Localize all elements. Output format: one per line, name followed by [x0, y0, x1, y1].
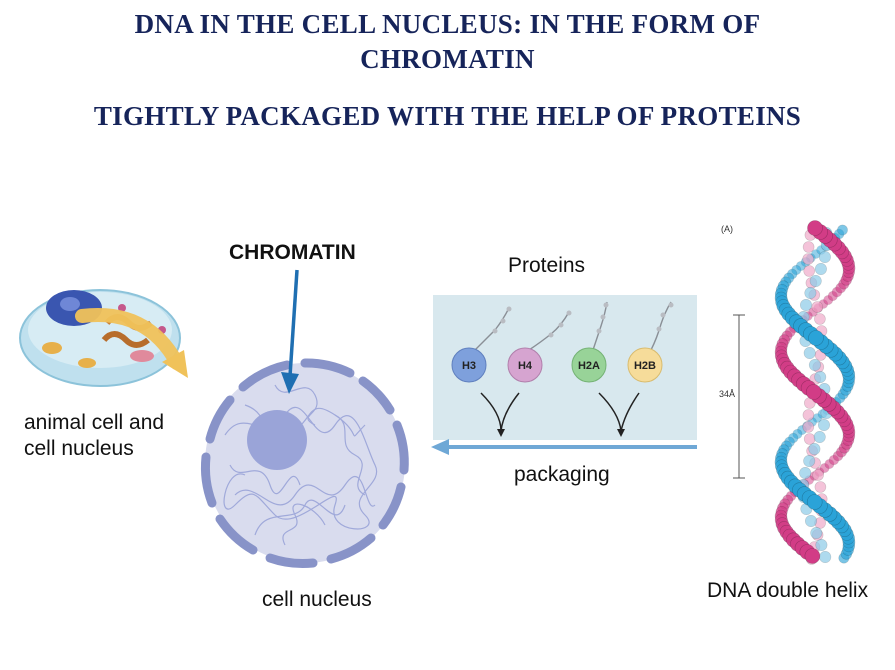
helix-atom — [815, 538, 828, 551]
dna-double-helix-label: DNA double helix — [707, 579, 869, 602]
helix-atom — [799, 467, 812, 480]
helix-atom — [803, 455, 816, 468]
helix-atom — [802, 421, 815, 433]
helix-atom — [805, 384, 822, 400]
helix-atom — [804, 548, 821, 564]
title-line-2: CHROMATIN — [360, 44, 535, 74]
chromatin-label: CHROMATIN — [229, 241, 356, 264]
helix-atom — [808, 443, 821, 456]
helix-atom — [814, 371, 827, 384]
helix-panel-label: (A) — [721, 224, 733, 234]
helix-atom — [818, 419, 831, 432]
histone-h3-label: H3 — [462, 360, 476, 372]
helix-atom — [811, 301, 824, 313]
helix-atom — [805, 514, 818, 527]
histone-h2b — [627, 347, 663, 383]
helix-atom — [814, 262, 827, 275]
helix-atom — [808, 330, 824, 346]
helix-atom — [837, 224, 848, 236]
helix-atom — [818, 250, 831, 263]
animal-cell-label-line1: animal cell and — [24, 411, 165, 434]
packaging-arrow — [431, 439, 697, 455]
histone-h2a-label: H2A — [578, 360, 600, 372]
helix-atom — [804, 287, 817, 300]
helix-atom — [810, 526, 823, 539]
helix-atom — [802, 253, 814, 265]
helix-atom — [803, 265, 815, 277]
histone-h3 — [451, 347, 487, 383]
histone-h4 — [507, 347, 543, 383]
helix-atom — [806, 494, 823, 510]
animal-cell-illustration — [19, 289, 188, 387]
helix-atom — [812, 469, 824, 481]
helix-atom — [802, 241, 815, 253]
helix-atom — [814, 481, 827, 493]
helix-atom — [807, 220, 823, 236]
chromatin-pointer-arrow — [281, 269, 299, 394]
helix-atom — [803, 433, 816, 445]
proteins-label: Proteins — [508, 254, 586, 277]
histone-h2a — [571, 347, 607, 383]
helix-atom — [813, 431, 826, 444]
histone-h2b-label: H2B — [634, 360, 656, 372]
helix-atoms — [774, 220, 856, 565]
cell-nucleus-diagram — [200, 358, 409, 568]
helix-atom — [803, 347, 816, 360]
packaging-label: packaging — [514, 463, 610, 486]
animal-cell-label: animal cell and cell nucleus — [24, 410, 224, 462]
dna-double-helix-model: (A) 34Å — [719, 220, 856, 565]
helix-atom — [808, 359, 821, 372]
helix-atom — [802, 409, 815, 421]
helix-atom — [800, 299, 813, 312]
helix-atom — [819, 550, 832, 563]
cell-nucleus-label: cell nucleus — [262, 588, 372, 611]
histone-h4-label: H4 — [518, 360, 533, 372]
title-line-1: DNA IN THE CELL NUCLEUS: IN THE FORM OF — [134, 9, 761, 39]
animal-cell-label-line2: cell nucleus — [24, 437, 134, 460]
helix-atom — [809, 274, 822, 287]
helix-pitch-label: 34Å — [719, 389, 735, 399]
subtitle: TIGHTLY PACKAGED WITH THE HELP OF PROTEI… — [93, 101, 802, 131]
helix-atom — [814, 313, 826, 325]
histone-proteins-panel: H3 H4 H2A H2B — [433, 295, 697, 440]
